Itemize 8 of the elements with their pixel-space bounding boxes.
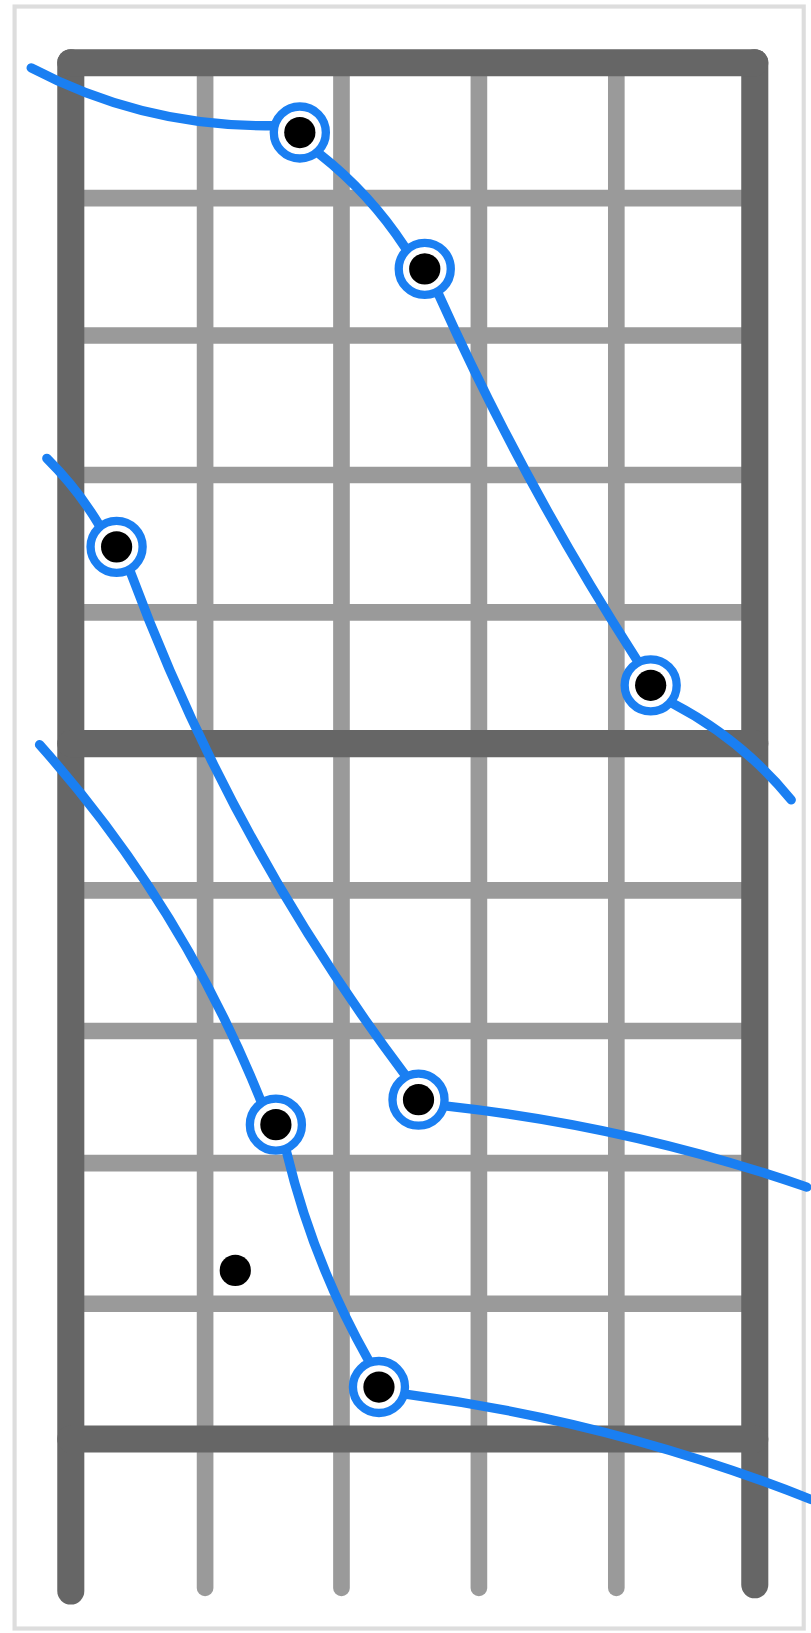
dot (219, 1254, 251, 1287)
circled-dot (245, 1094, 307, 1155)
circled-dot (388, 1069, 449, 1130)
circled-dot (86, 516, 147, 578)
circled-dot (269, 102, 331, 163)
circled-dot (394, 238, 455, 300)
circled-dot (620, 655, 681, 716)
circled-dot (348, 1356, 410, 1418)
